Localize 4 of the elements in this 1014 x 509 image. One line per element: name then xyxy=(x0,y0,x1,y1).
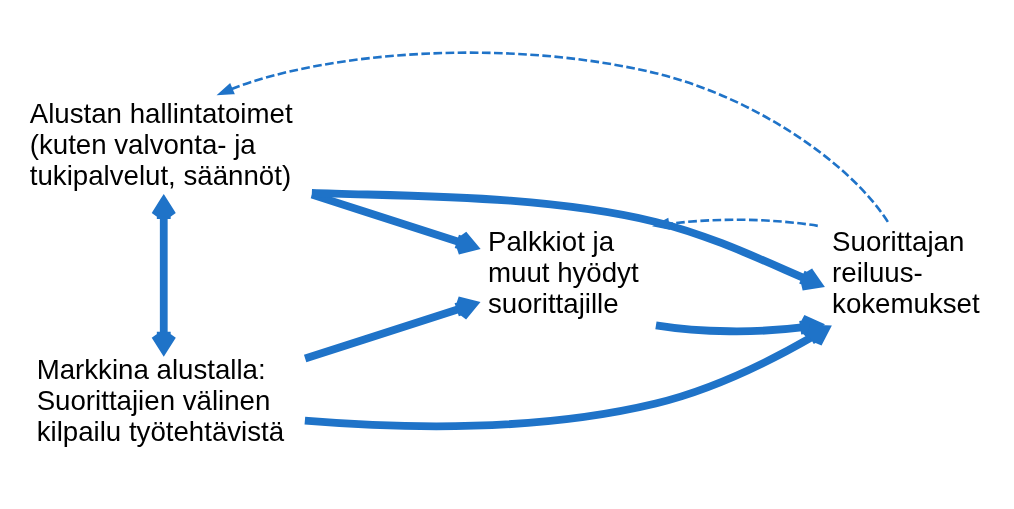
node-text: Palkkiot ja muut hyödyt suorittajille xyxy=(487,225,639,320)
node-text: Suorittajan reiluus- kokemukset xyxy=(832,225,980,320)
node-text: Alustan hallintatoimet (kuten valvonta- ja tukipalvelut, säännöt) xyxy=(29,98,293,192)
node-text: Markkina alustalla: Suorittajien välinen kilpailu työtehtävistä xyxy=(36,353,285,448)
